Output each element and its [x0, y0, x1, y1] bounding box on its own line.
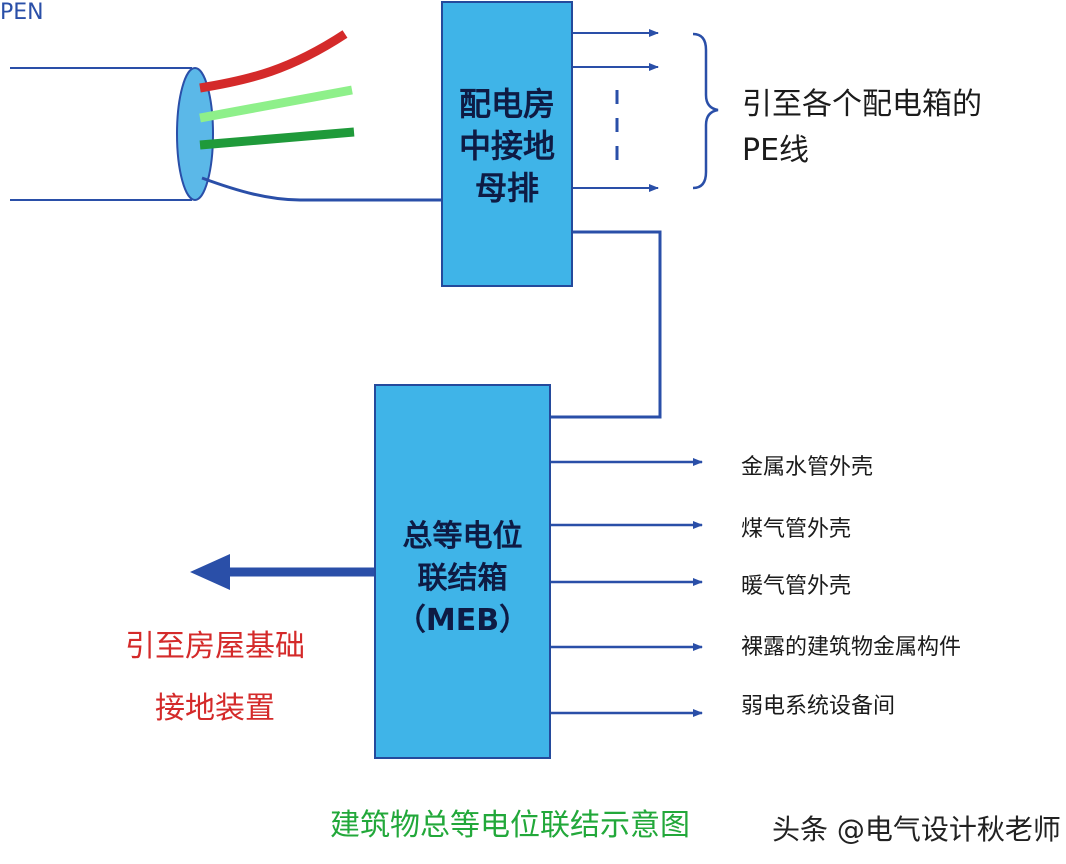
pe-label-line: 引至各个配电箱的: [742, 87, 982, 122]
dist-box-line: 配电房: [458, 85, 555, 123]
foundation-label: 引至房屋基础 接地装置: [100, 616, 330, 740]
meb-box-line: （MEB）: [395, 603, 530, 638]
target-label: 煤气管外壳: [741, 517, 852, 542]
cable-end: [176, 67, 214, 201]
wire-red: [199, 30, 348, 93]
target-label: 裸露的建筑物金属构件: [741, 635, 962, 660]
foundation-label-line: 接地装置: [155, 691, 275, 726]
meb-box-line: 联结箱: [417, 561, 508, 596]
link-dist-to-meb: [551, 230, 662, 419]
target-label: 弱电系统设备间: [741, 694, 896, 719]
meb-box: 总等电位 联结箱 （MEB）: [374, 384, 551, 759]
dist-box-line: 中接地: [458, 127, 555, 165]
pe-label-line: PE线: [742, 133, 810, 168]
pen-label: PEN: [0, 0, 44, 25]
meb-box-line: 总等电位: [402, 519, 523, 554]
foundation-arrow: [190, 554, 374, 590]
pe-label: 引至各个配电箱的 PE线: [742, 82, 982, 174]
pe-outputs: [573, 29, 719, 192]
wire-pen: [201, 176, 462, 202]
target-label: 暖气管外壳: [741, 574, 852, 599]
distribution-room-ground-bus: 配电房 中接地 母排: [441, 1, 573, 287]
pe-brace: [692, 32, 719, 190]
meb-outputs: [551, 458, 703, 717]
cable: [10, 30, 462, 202]
cable-body: [10, 67, 192, 201]
target-label: 金属水管外壳: [741, 455, 874, 480]
wire-light-green: [199, 85, 353, 123]
diagram-caption: 建筑物总等电位联结示意图: [330, 808, 690, 843]
watermark: 头条 @电气设计秋老师: [772, 813, 1061, 846]
wire-dark-green: [199, 127, 355, 150]
dist-box-line: 母排: [474, 169, 539, 207]
foundation-label-line: 引至房屋基础: [125, 629, 305, 664]
